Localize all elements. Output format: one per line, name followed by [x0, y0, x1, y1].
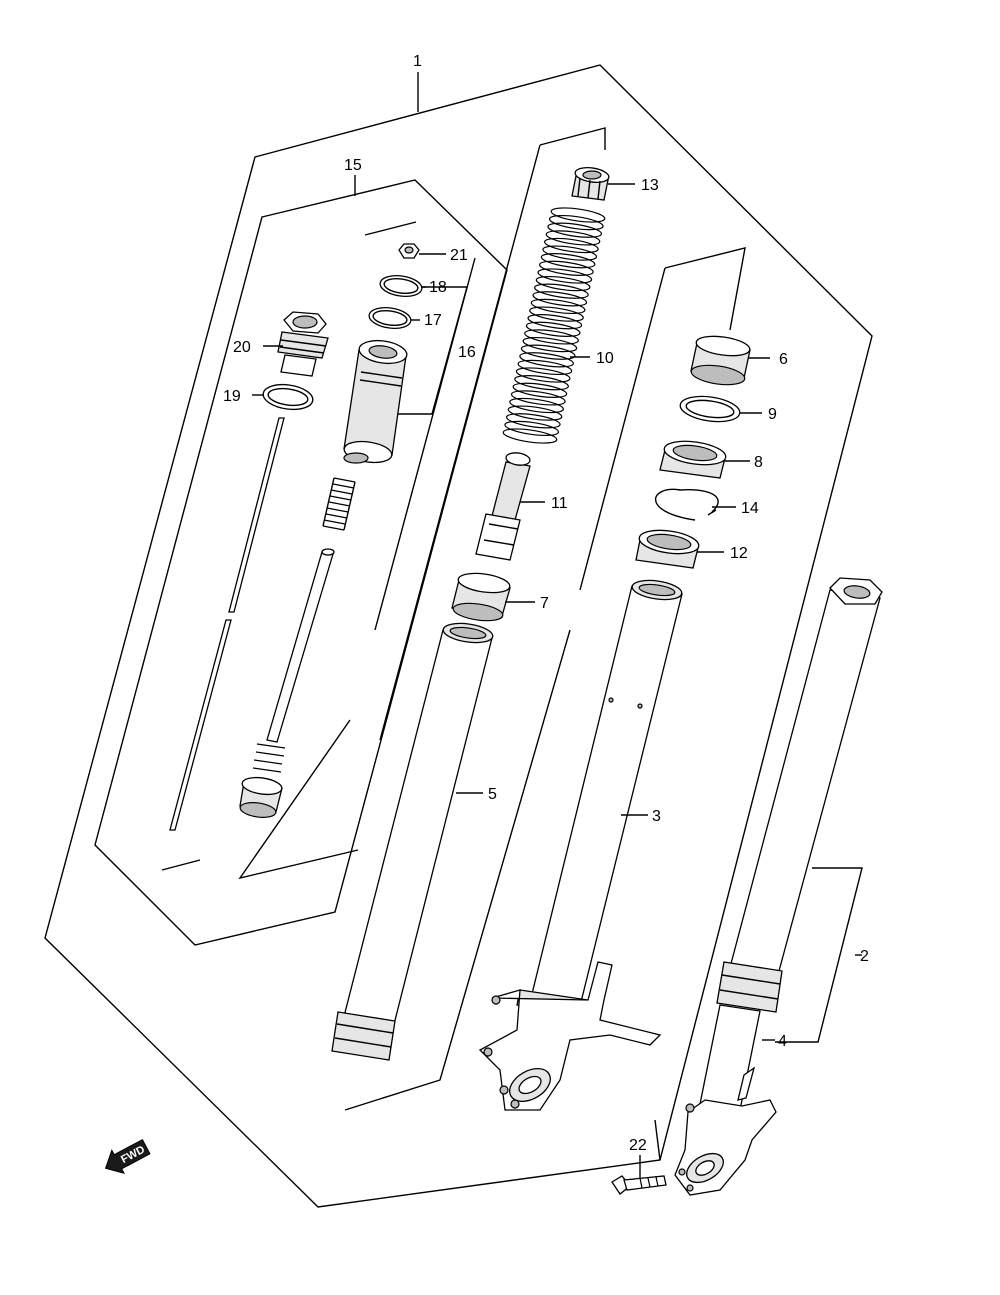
callout-2: 2 [860, 948, 869, 965]
part-17-o-ring [368, 307, 412, 329]
spring-coil [548, 214, 604, 231]
spring-coil [535, 275, 591, 292]
group-outline-sub-a [539, 127, 606, 150]
fwd-arrow-icon [104, 1138, 151, 1175]
callout-14: 14 [741, 500, 759, 517]
part-push-rod-lower [169, 619, 232, 831]
part-push-rod-upper [228, 417, 285, 613]
callout-1: 1 [413, 53, 422, 70]
group-outline-bracket-2 [775, 867, 863, 1043]
spring-coil [520, 344, 576, 360]
part-20-cap-bolt [277, 311, 329, 377]
part-5-outer-tube [331, 622, 494, 1061]
spring-coil [529, 306, 584, 322]
callout-12: 12 [730, 545, 748, 562]
group-outline-15-left [161, 859, 201, 871]
spring-coil [527, 314, 583, 330]
spring-coil [515, 367, 571, 383]
callout-18: 18 [429, 279, 447, 296]
part-9-washer-inner [685, 399, 735, 419]
spring-coil [524, 329, 579, 345]
spring-coil [522, 336, 578, 353]
part-14-stopper-ring [655, 488, 719, 521]
part-16-cartridge [343, 339, 408, 464]
part-7-bushing [451, 572, 511, 622]
spring-coil [545, 230, 601, 246]
part-10-fork-spring [502, 207, 606, 444]
group-outline-inner-cartridge [364, 221, 417, 236]
part-3-inner-tube [478, 579, 683, 1111]
callout-22: 22 [629, 1137, 647, 1154]
callout-9: 9 [768, 406, 777, 423]
spring-coil [547, 222, 603, 238]
part-18-o-ring-inner [383, 277, 419, 295]
part-8-oil-seal [659, 440, 727, 479]
spring-coil [512, 382, 568, 398]
spring-coil [519, 352, 574, 368]
part-12-dust-seal [635, 529, 700, 569]
part-21-nut [398, 243, 420, 259]
callout-labels: 1 2 3 4 5 6 7 8 9 10 11 12 13 14 15 16 1… [223, 53, 869, 1154]
callout-13: 13 [641, 177, 659, 194]
callout-7: 7 [540, 595, 549, 612]
spring-coil [542, 245, 598, 261]
part-small-spring [322, 477, 356, 531]
spring-coil [525, 321, 581, 337]
spring-coil [504, 420, 560, 437]
part-13-spring-seat [571, 167, 610, 201]
part-6-bushing [690, 335, 751, 386]
spring-coil [550, 207, 606, 223]
spring-coil [507, 405, 563, 421]
part-damper-rod [239, 548, 335, 818]
callout-6: 6 [779, 351, 788, 368]
callout-11: 11 [551, 495, 568, 512]
spring-coil [539, 260, 594, 276]
callout-21: 21 [450, 247, 468, 264]
spring-coil [544, 237, 599, 254]
fwd-direction-arrow: FWD [104, 1138, 151, 1175]
part-9-washer [679, 395, 741, 423]
part-11-spacer [475, 452, 531, 561]
spring-coil [540, 253, 596, 269]
part-22-bolt [611, 1175, 667, 1195]
spring-coil [514, 375, 569, 391]
spring-coil [517, 359, 573, 376]
spring-coil [537, 268, 593, 284]
callout-5: 5 [488, 786, 497, 803]
group-outline-sub-c [344, 144, 571, 1111]
callout-10: 10 [596, 350, 614, 367]
callout-20: 20 [233, 339, 251, 356]
spring-coil [510, 390, 566, 406]
group-outline-sub-b [664, 247, 746, 331]
callout-15: 15 [344, 157, 362, 174]
part-2-fork-assembly [674, 577, 883, 1196]
spring-coil [509, 397, 564, 414]
callout-4: 4 [778, 1033, 787, 1050]
spring-coil [534, 283, 589, 299]
spring-coil [530, 298, 586, 315]
spring-coil [532, 291, 588, 307]
part-17-o-ring-inner [372, 309, 408, 327]
callout-19: 19 [223, 388, 241, 405]
spring-coil [505, 413, 561, 429]
part-19-o-ring-inner [267, 387, 309, 407]
spring-coil [502, 428, 558, 444]
part-18-o-ring [379, 275, 423, 297]
group-outline-bracket-16 [385, 286, 468, 415]
callout-17: 17 [424, 312, 442, 329]
part-19-o-ring [262, 383, 314, 411]
callout-16: 16 [458, 344, 476, 361]
callout-8: 8 [754, 454, 763, 471]
callout-3: 3 [652, 808, 661, 825]
group-outline-15 [94, 179, 508, 946]
leader-lines [252, 72, 862, 1178]
group-outline-sub-d [579, 267, 666, 1161]
